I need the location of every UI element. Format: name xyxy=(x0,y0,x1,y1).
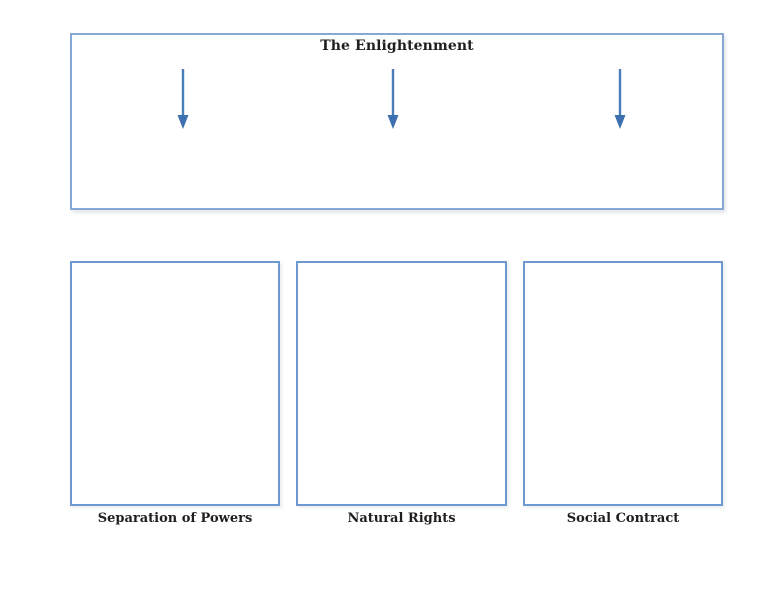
down-arrow-icon xyxy=(386,68,400,130)
concept-label-social-contract: Social Contract xyxy=(566,511,680,526)
concept-box-social-contract xyxy=(523,261,723,506)
down-arrow-icon xyxy=(613,68,627,130)
source-box-title: The Enlightenment xyxy=(320,38,474,54)
down-arrow-icon xyxy=(176,68,190,130)
concept-label-separation-of-powers: Separation of Powers xyxy=(97,511,253,526)
concept-box-natural-rights xyxy=(296,261,507,506)
concept-label-natural-rights: Natural Rights xyxy=(347,511,456,526)
concept-box-separation-of-powers xyxy=(70,261,280,506)
enlightenment-source-box: The Enlightenment xyxy=(70,33,724,210)
